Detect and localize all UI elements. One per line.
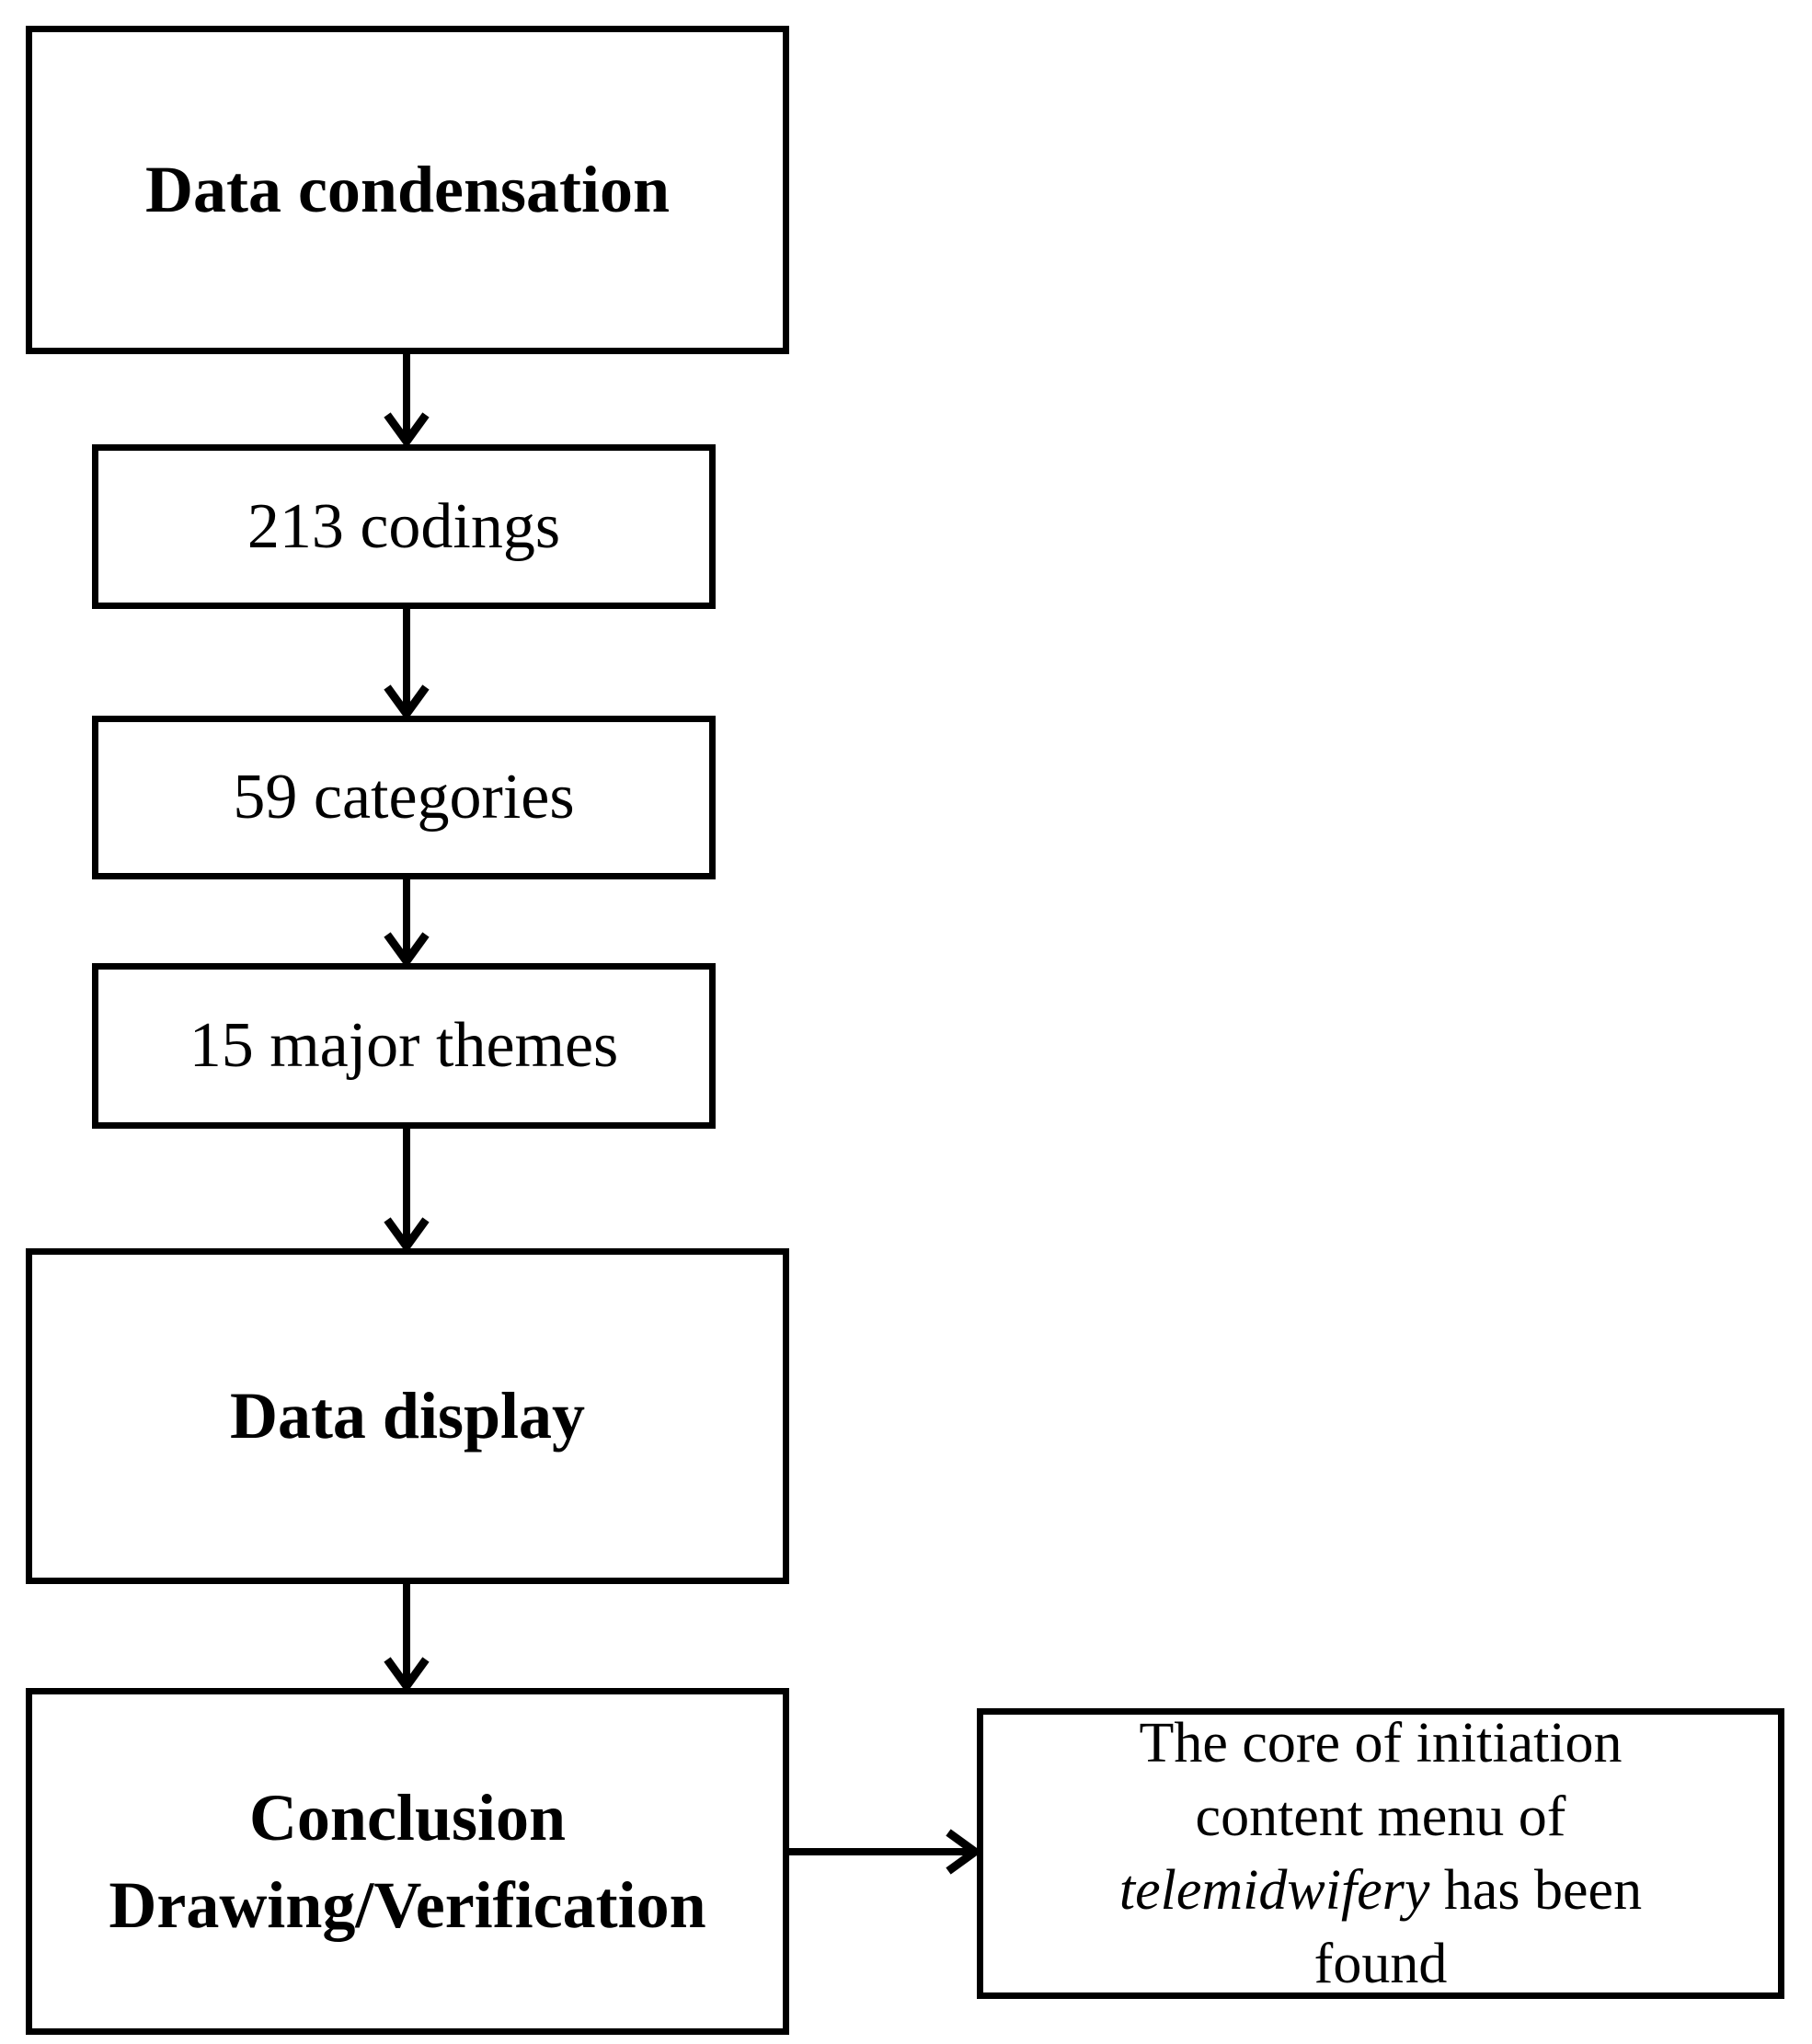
node-result-label: The core of initiation content menu of t… (1119, 1706, 1642, 2001)
node-conclusion-drawing-verification: Conclusion Drawing/Verification (26, 1688, 789, 2035)
node-data-condensation-label: Data condensation (144, 153, 671, 226)
arrow-themes-to-data-display (384, 1126, 430, 1254)
node-themes-count-label: 15 major themes (189, 1010, 619, 1081)
node-result-text-after: has been found (1313, 1859, 1643, 1995)
node-result-italic-word: telemidwifery (1118, 1859, 1430, 1922)
node-result: The core of initiation content menu of t… (977, 1708, 1784, 1999)
node-data-display: Data display (26, 1248, 789, 1584)
arrow-conclusion-to-result (786, 1829, 982, 1875)
node-themes-count: 15 major themes (92, 963, 716, 1129)
arrow-condensation-to-codings (384, 351, 430, 449)
node-codings-count: 213 codings (92, 444, 716, 609)
arrow-data-display-to-conclusion (384, 1581, 430, 1694)
node-categories-count-label: 59 categories (233, 762, 575, 833)
arrow-codings-to-categories (384, 606, 430, 721)
node-data-condensation: Data condensation (26, 26, 789, 354)
node-categories-count: 59 categories (92, 716, 716, 879)
node-conclusion-label: Conclusion Drawing/Verification (109, 1780, 706, 1942)
node-codings-count-label: 213 codings (247, 490, 561, 562)
node-data-display-label: Data display (229, 1379, 586, 1453)
arrow-categories-to-themes (384, 877, 430, 969)
node-result-text-before: The core of initiation content menu of (1139, 1712, 1623, 1848)
